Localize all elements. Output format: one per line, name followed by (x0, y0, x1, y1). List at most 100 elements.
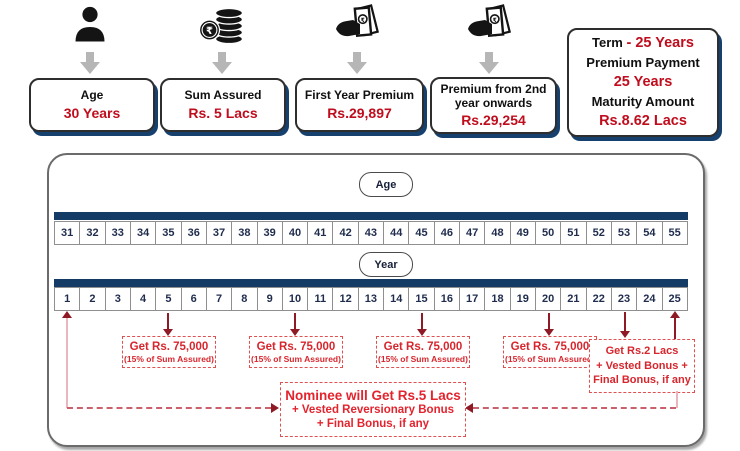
age-cell: 54 (636, 221, 663, 245)
payout-arrow-head (544, 329, 554, 336)
year-cell: 9 (256, 287, 283, 311)
year-cell: 14 (383, 287, 410, 311)
year-cell: 4 (129, 287, 157, 311)
age-cell: 33 (104, 221, 131, 245)
svg-text:₹: ₹ (492, 17, 497, 24)
year-cell: 13 (357, 287, 385, 311)
age-cell: 36 (180, 221, 207, 245)
renewal-premium-card-label: Premium from 2nd year onwards (440, 81, 547, 110)
maturity-up-arrow-head (670, 311, 680, 318)
cash-in-hand-icon: ₹ (336, 4, 379, 37)
down-arrow-icon (212, 52, 232, 74)
death-benefit-right-dash (473, 407, 676, 409)
age-cell: 46 (433, 221, 460, 245)
year-cell: 18 (484, 287, 511, 311)
death-benefit-left-arrow-head (465, 403, 473, 413)
term-value: - 25 Years (626, 35, 694, 52)
age-cell: 41 (307, 221, 334, 245)
year-cell: 1 (54, 287, 81, 311)
policy-summary-card: Term - 25 Years Premium Payment 25 Years… (567, 28, 719, 137)
sum-assured-card-value: Rs. 5 Lacs (188, 104, 258, 121)
age-cell: 55 (661, 221, 688, 245)
payout-arrow-head (290, 329, 300, 336)
year-cell: 6 (180, 287, 207, 311)
year-cell: 24 (636, 287, 663, 311)
sum-assured-card-label: Sum Assured (184, 88, 262, 103)
maturity-amount-label: Maturity Amount (591, 93, 695, 109)
first-year-premium-card: First Year Premium Rs.29,897 (295, 78, 424, 132)
year-cell: 19 (509, 287, 536, 311)
person-icon (75, 6, 105, 42)
premium-payment-value: 25 Years (613, 74, 673, 91)
renewal-premium-card-value: Rs.29,254 (461, 112, 526, 129)
payout-note: (15% of Sum Assured) (505, 353, 595, 364)
age-cell: 48 (484, 221, 511, 245)
maturity-arrow-line (624, 312, 626, 332)
payout-note: (15% of Sum Assured) (124, 353, 214, 364)
age-cell: 53 (610, 221, 638, 245)
age-cell: 35 (155, 221, 182, 245)
age-axis-bar (54, 212, 688, 220)
age-cell: 37 (205, 221, 233, 245)
age-cell: 45 (408, 221, 435, 245)
age-cell: 50 (534, 221, 562, 245)
year-cell: 3 (104, 287, 131, 311)
year-cell: 15 (408, 287, 435, 311)
first-year-premium-card-value: Rs.29,897 (327, 104, 392, 121)
year-cell: 11 (307, 287, 334, 311)
maturity-amount-value: Rs.8.62 Lacs (599, 113, 687, 130)
death-benefit-right-line (676, 391, 678, 408)
first-year-premium-card-label: First Year Premium (304, 88, 415, 103)
renewal-premium-card: Premium from 2nd year onwards Rs.29,254 (430, 77, 557, 134)
death-benefit-final-bonus-line: + Final Bonus, if any (316, 418, 430, 430)
age-card: Age 30 Years (29, 78, 155, 132)
payout-arrow-line (421, 313, 423, 330)
year-cell: 17 (459, 287, 486, 311)
sum-assured-card: Sum Assured Rs. 5 Lacs (160, 78, 286, 132)
year-axis-label: Year (359, 252, 413, 277)
death-benefit-box: Nominee will Get Rs.5 Lacs + Vested Reve… (280, 382, 466, 437)
year-cell: 7 (205, 287, 233, 311)
age-cell: 42 (332, 221, 359, 245)
age-axis-label: Age (359, 172, 413, 197)
year-cell: 23 (610, 287, 638, 311)
survival-payout-box-year20: Get Rs. 75,000 (15% of Sum Assured) (503, 336, 597, 368)
age-cell: 49 (509, 221, 536, 245)
payout-note: (15% of Sum Assured) (378, 353, 468, 364)
age-cell: 44 (383, 221, 410, 245)
cash-in-hand-icon: ₹ (468, 4, 511, 37)
age-cell: 39 (256, 221, 283, 245)
maturity-bonus-line: + Vested Bonus + (596, 359, 688, 372)
payout-amount: Get Rs. 75,000 (256, 340, 336, 353)
year-cell: 22 (585, 287, 612, 311)
year-cell: 2 (79, 287, 106, 311)
year-axis-bar (54, 279, 688, 287)
payout-note: (15% of Sum Assured) (251, 353, 341, 364)
age-cell: 31 (54, 221, 81, 245)
survival-payout-box-year15: Get Rs. 75,000 (15% of Sum Assured) (376, 336, 470, 368)
payout-arrow-line (548, 313, 550, 330)
age-cell: 34 (129, 221, 157, 245)
death-benefit-left-dash (67, 407, 271, 409)
down-arrow-icon (347, 52, 367, 74)
year-cell: 16 (433, 287, 460, 311)
survival-payout-box-year5: Get Rs. 75,000 (15% of Sum Assured) (122, 336, 216, 368)
death-benefit-up-arrow-head (62, 311, 72, 318)
down-arrow-icon (479, 52, 499, 74)
payout-arrow-line (167, 313, 169, 330)
payout-amount: Get Rs. 75,000 (510, 340, 590, 353)
down-arrow-icon (80, 52, 100, 74)
age-cell: 47 (459, 221, 486, 245)
maturity-up-arrow-line (674, 318, 676, 339)
rupee-coins-icon: ₹ (198, 7, 244, 45)
maturity-amount: Get Rs.2 Lacs (605, 344, 679, 357)
maturity-payout-box: Get Rs.2 Lacs + Vested Bonus + Final Bon… (589, 339, 695, 393)
age-cell: 32 (79, 221, 106, 245)
year-cell: 10 (281, 287, 309, 311)
maturity-final-bonus-line: Final Bonus, if any (593, 374, 691, 387)
death-benefit-bonus-line: + Vested Reversionary Bonus (291, 403, 455, 416)
svg-text:₹: ₹ (360, 17, 365, 24)
age-cell: 38 (231, 221, 258, 245)
